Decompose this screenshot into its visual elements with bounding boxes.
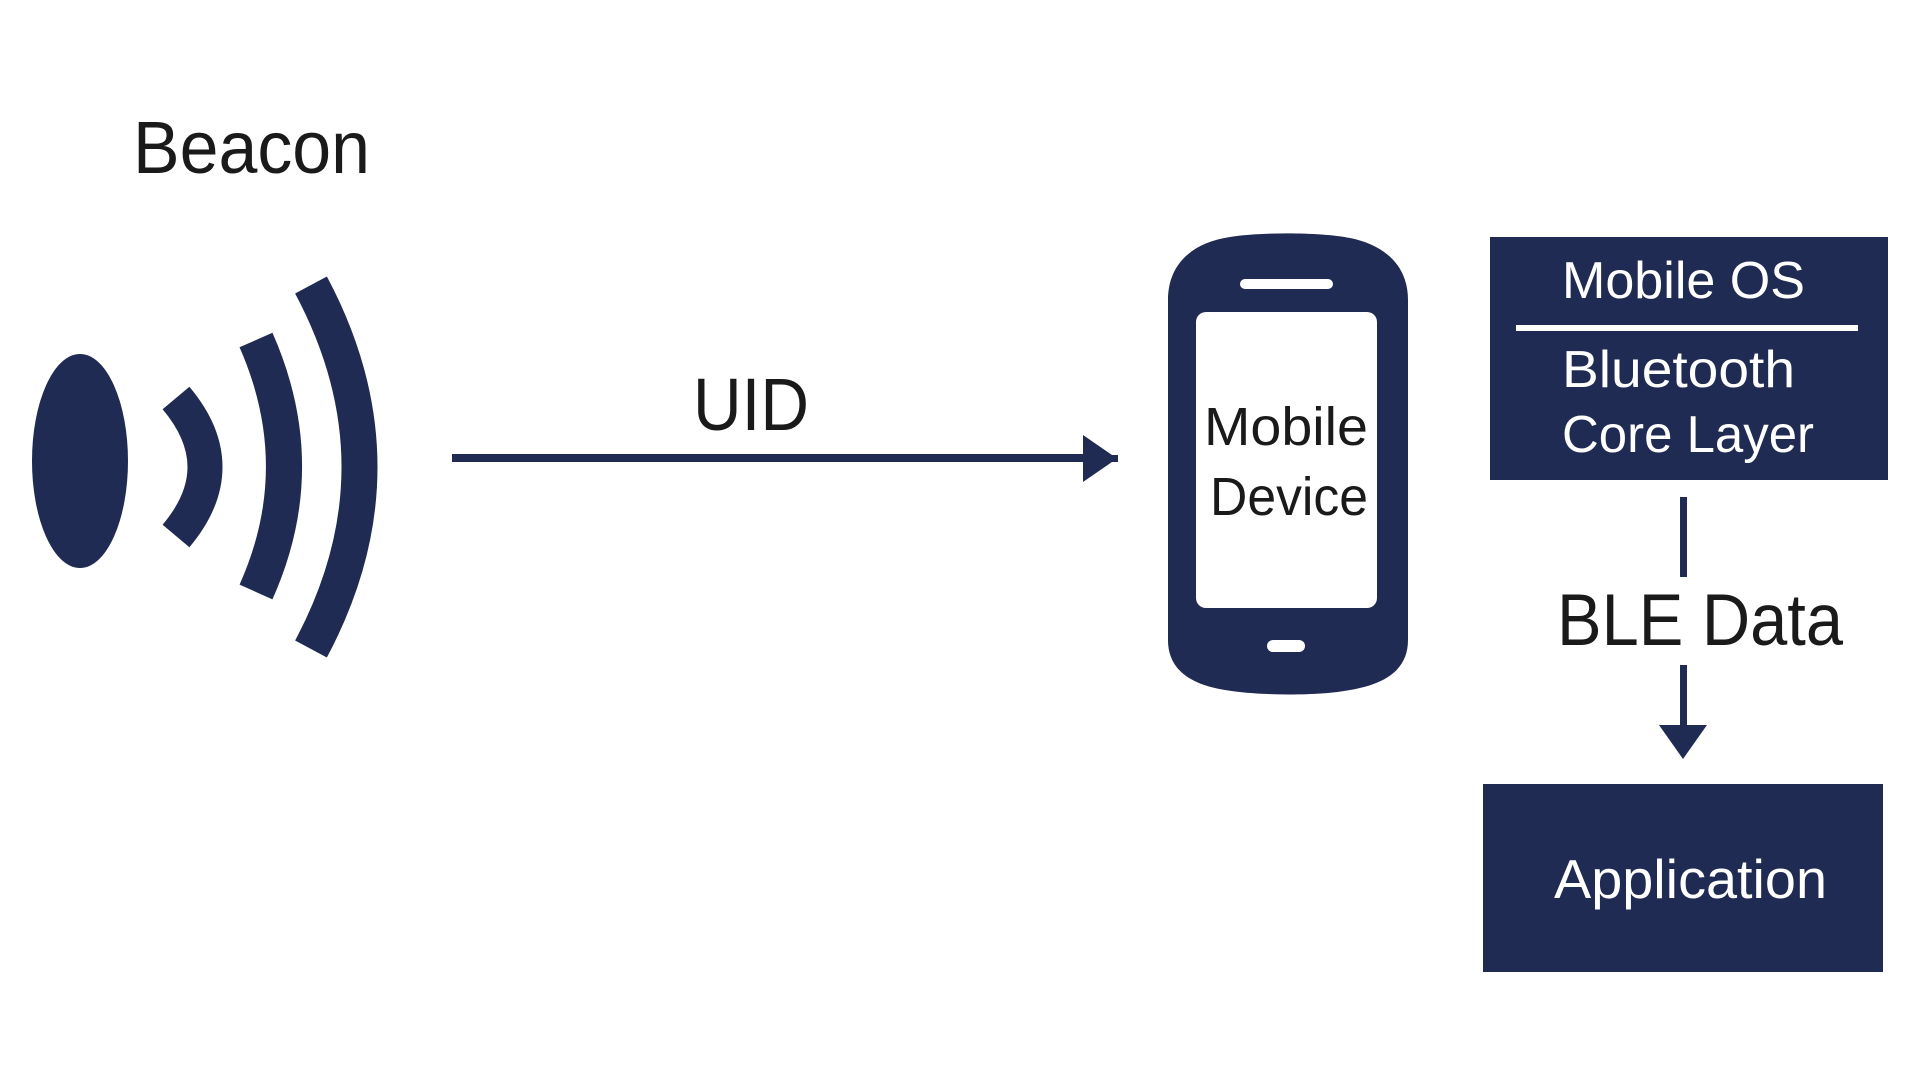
os-box-background (1490, 237, 1888, 480)
uid-label: UID (693, 363, 809, 446)
ble-arrow-line-bottom (1680, 665, 1687, 727)
smartphone-icon (1168, 233, 1408, 695)
ble-data-label: BLE Data (1557, 580, 1843, 661)
phone-home-button (1267, 640, 1305, 652)
signal-waves-icon (162, 276, 378, 658)
uid-arrow-line (452, 454, 1092, 462)
mobile-device-label-line1: Mobile (1204, 397, 1368, 457)
phone-speaker (1240, 279, 1333, 289)
os-box-header: Mobile OS (1562, 252, 1805, 310)
ble-arrow-line-top (1680, 497, 1687, 577)
signal-wave-1 (162, 386, 223, 548)
signal-wave-3 (295, 276, 378, 658)
mobile-device-label-line2: Device (1210, 467, 1368, 527)
ble-data-arrow (1659, 497, 1707, 759)
os-box-body-line1: Bluetooth (1562, 341, 1795, 399)
os-box-body-line2: Core Layer (1562, 406, 1814, 464)
application-box: Application (1483, 784, 1883, 972)
signal-wave-2 (239, 332, 302, 600)
beacon-body (32, 354, 128, 568)
phone-screen (1196, 312, 1377, 608)
os-box-divider (1516, 325, 1858, 331)
os-box: Mobile OS Bluetooth Core Layer (1490, 237, 1888, 480)
uid-arrowhead-icon (1083, 435, 1118, 482)
beacon-label: Beacon (133, 106, 370, 189)
application-box-background (1483, 784, 1883, 972)
beacon-icon (32, 276, 378, 658)
uid-arrow (452, 435, 1118, 482)
application-label: Application (1554, 848, 1827, 910)
ble-arrowhead-icon (1659, 725, 1707, 759)
